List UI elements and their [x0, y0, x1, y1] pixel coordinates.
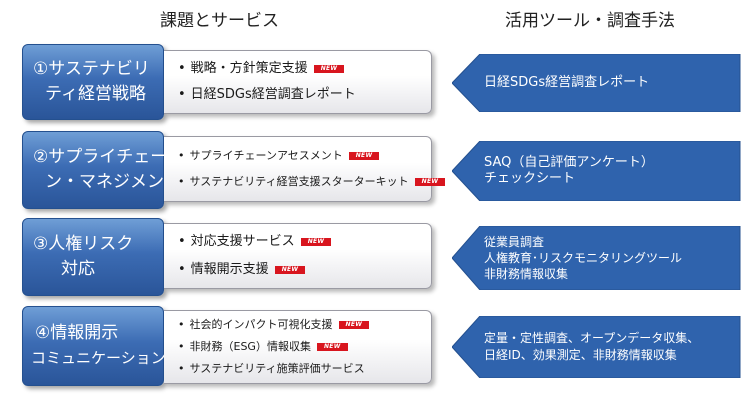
bullet: •: [178, 340, 185, 353]
bullet: •: [178, 318, 185, 331]
category-label-line: ティ経営戦略: [45, 84, 146, 104]
service-list-box: • 戦略・方針策定支援 NEW • 日経SDGs経営調査レポート: [164, 50, 432, 114]
category-label-line: ④情報開示: [35, 323, 119, 343]
service-label: 日経SDGs経営調査レポート: [190, 87, 356, 102]
service-list-box: • サプライチェーンアセスメント NEW • サステナビリティ経営支援スターター…: [164, 136, 446, 202]
service-label: サステナビリティ施策評価サービス: [189, 362, 365, 375]
arrow-shape: [452, 226, 741, 290]
bullet: •: [178, 362, 185, 375]
service-label: サステナビリティ経営支援スターターキット: [189, 175, 409, 188]
bullet: •: [178, 175, 185, 188]
bullet: •: [178, 262, 186, 277]
service-item: • 非財務（ESG）情報収集 NEW: [178, 336, 431, 358]
service-list-box: • 対応支援サービス NEW • 情報開示支援 NEW: [164, 223, 432, 289]
tool-line: 定量・定性調査、オープンデータ収集、: [484, 331, 700, 345]
tool-line: 非財務情報収集: [484, 267, 569, 281]
bullet: •: [178, 149, 185, 162]
tools-column-title: 活用ツール・調査手法: [505, 11, 675, 31]
arrow-shape: [452, 316, 741, 378]
bullet: •: [178, 61, 186, 76]
theme-row-disclosure: ④情報開示 コミュニケーション • 社会的インパクト可視化支援 NEW • 非財…: [0, 306, 750, 388]
new-badge: NEW: [338, 321, 370, 329]
category-box: ③人権リスク 対応: [22, 218, 164, 296]
category-box: ②サプライチェー ン・マネジメント: [22, 131, 181, 209]
tool-arrow-box: 定量・定性調査、オープンデータ収集、 日経ID、効果測定、非財務情報収集: [452, 316, 742, 378]
category-box: ④情報開示 コミュニケーション: [22, 306, 166, 386]
tool-arrow-box: SAQ（自己評価アンケート） チェックシート: [452, 141, 742, 201]
category-label-line: ②サプライチェー: [33, 147, 168, 167]
service-item: • 日経SDGs経営調査レポート: [178, 82, 431, 108]
service-item: • 戦略・方針策定支援 NEW: [178, 56, 431, 82]
new-badge: NEW: [274, 266, 306, 274]
new-badge: NEW: [300, 238, 332, 246]
service-label: 対応支援サービス: [190, 234, 295, 249]
tool-line: 日経SDGs経営調査レポート: [484, 75, 650, 90]
service-label: 社会的インパクト可視化支援: [189, 318, 333, 331]
service-label: 情報開示支援: [190, 262, 269, 277]
arrow-shape: [452, 141, 741, 201]
service-item: • 対応支援サービス NEW: [178, 228, 431, 256]
tool-line: SAQ（自己評価アンケート）: [484, 155, 654, 170]
tool-arrow-box: 日経SDGs経営調査レポート: [452, 54, 742, 112]
service-list-box: • 社会的インパクト可視化支援 NEW • 非財務（ESG）情報収集 NEW •…: [164, 310, 432, 384]
category-label-line: コミュニケーション: [31, 349, 166, 367]
new-badge: NEW: [316, 343, 348, 351]
tool-text: 定量・定性調査、オープンデータ収集、 日経ID、効果測定、非財務情報収集: [484, 316, 734, 378]
tool-text: 従業員調査 人権教育･リスクモニタリングツール 非財務情報収集: [484, 226, 734, 290]
tool-line: チェックシート: [484, 171, 576, 186]
service-item: • サプライチェーンアセスメント NEW: [178, 143, 431, 169]
tool-text: SAQ（自己評価アンケート） チェックシート: [484, 141, 734, 201]
service-item: • 社会的インパクト可視化支援 NEW: [178, 314, 431, 336]
tool-line: 従業員調査: [484, 235, 545, 249]
service-item: • サステナビリティ経営支援スターターキット NEW: [178, 169, 446, 195]
theme-row-human-rights: ③人権リスク 対応 • 対応支援サービス NEW • 情報開示支援 NEW 従業…: [0, 218, 750, 296]
service-label: サプライチェーンアセスメント: [189, 149, 343, 162]
category-label-line: ①サステナビリ: [33, 59, 150, 79]
theme-row-supply-chain: ②サプライチェー ン・マネジメント • サプライチェーンアセスメント NEW •…: [0, 131, 750, 209]
services-column-title: 課題とサービス: [160, 11, 279, 31]
service-item: • サステナビリティ施策評価サービス: [178, 358, 431, 380]
new-badge: NEW: [313, 65, 345, 73]
category-box: ①サステナビリ ティ経営戦略: [22, 44, 164, 120]
tool-line: 人権教育･リスクモニタリングツール: [484, 251, 683, 265]
service-label: 非財務（ESG）情報収集: [189, 340, 311, 353]
service-label: 戦略・方針策定支援: [190, 61, 308, 76]
service-item: • 情報開示支援 NEW: [178, 256, 431, 284]
new-badge: NEW: [414, 178, 446, 186]
tool-text: 日経SDGs経営調査レポート: [484, 54, 734, 112]
bullet: •: [178, 234, 186, 249]
category-label-line: 対応: [61, 259, 95, 279]
bullet: •: [178, 87, 186, 102]
new-badge: NEW: [348, 152, 380, 160]
tool-arrow-box: 従業員調査 人権教育･リスクモニタリングツール 非財務情報収集: [452, 226, 742, 290]
theme-row-strategy: ①サステナビリ ティ経営戦略 • 戦略・方針策定支援 NEW • 日経SDGs経…: [0, 44, 750, 120]
category-label-line: ③人権リスク: [33, 234, 134, 254]
category-label-line: ン・マネジメント: [45, 172, 181, 192]
tool-line: 日経ID、効果測定、非財務情報収集: [484, 348, 677, 362]
arrow-shape: [452, 54, 741, 112]
